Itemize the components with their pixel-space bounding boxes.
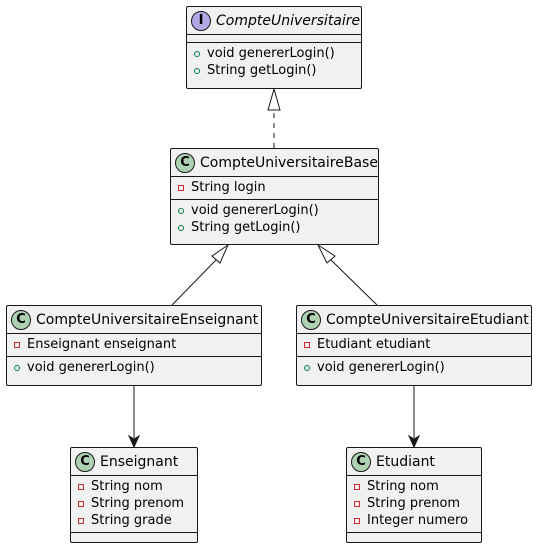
field-text: String login — [191, 180, 266, 195]
method-row: void genererLogin() — [187, 45, 361, 62]
class-header: C Enseignant — [71, 448, 197, 476]
private-visibility-icon — [353, 483, 361, 491]
private-visibility-icon — [13, 341, 21, 349]
methods-section: void genererLogin() String getLogin() — [171, 200, 378, 239]
private-visibility-icon — [353, 517, 361, 525]
private-visibility-icon — [77, 500, 85, 508]
class-header: C Etudiant — [347, 448, 481, 476]
hollow-triangle-arrowhead — [211, 243, 230, 264]
field-text: String prenom — [367, 496, 461, 511]
class-header: I CompteUniversitaire — [187, 7, 361, 35]
private-visibility-icon — [77, 517, 85, 525]
private-visibility-icon — [353, 500, 361, 508]
method-text: String getLogin() — [191, 220, 301, 235]
public-visibility-icon — [177, 207, 185, 215]
private-visibility-icon — [177, 184, 185, 192]
class-name: CompteUniversitaireBase — [200, 154, 378, 171]
class-header: C CompteUniversitaireEnseignant — [7, 306, 261, 334]
fields-section: Etudiant etudiant — [297, 334, 531, 357]
public-visibility-icon — [193, 50, 201, 58]
field-text: Enseignant enseignant — [27, 337, 177, 352]
interface-compte-universitaire: I CompteUniversitaire void genererLogin() S… — [186, 6, 362, 89]
private-visibility-icon — [303, 341, 311, 349]
edge-generalization-enseignant-base — [171, 259, 217, 306]
class-stereotype-icon: C — [301, 309, 321, 330]
class-name: CompteUniversitaireEnseignant — [36, 311, 259, 328]
class-stereotype-icon: C — [175, 152, 195, 173]
class-stereotype-icon: C — [75, 451, 95, 472]
method-row: String getLogin() — [187, 62, 361, 79]
hollow-triangle-arrowhead — [316, 243, 336, 264]
method-text: void genererLogin() — [191, 203, 319, 218]
methods-section: void genererLogin() String getLogin() — [187, 43, 361, 82]
method-text: void genererLogin() — [207, 46, 335, 61]
field-row: String nom — [347, 478, 481, 495]
public-visibility-icon — [303, 364, 311, 372]
method-text: void genererLogin() — [27, 360, 155, 375]
field-text: String grade — [91, 513, 172, 528]
private-visibility-icon — [77, 483, 85, 491]
field-text: Integer numero — [367, 513, 469, 528]
fields-section — [187, 35, 361, 43]
method-text: void genererLogin() — [317, 360, 445, 375]
class-header: C CompteUniversitaireEtudiant — [297, 306, 531, 334]
filled-arrowhead — [407, 434, 421, 449]
field-row: Integer numero — [347, 512, 481, 529]
field-row: String grade — [71, 512, 197, 529]
class-name: Enseignant — [100, 453, 179, 470]
class-stereotype-icon: C — [351, 451, 371, 472]
method-text: String getLogin() — [207, 63, 317, 78]
methods-section: void genererLogin() — [7, 357, 261, 379]
fields-section: Enseignant enseignant — [7, 334, 261, 357]
field-row: String nom — [71, 478, 197, 495]
field-row: Etudiant etudiant — [297, 336, 531, 353]
public-visibility-icon — [13, 364, 21, 372]
field-row: String prenom — [347, 495, 481, 512]
field-text: String nom — [367, 479, 439, 494]
field-row: Enseignant enseignant — [7, 336, 261, 353]
public-visibility-icon — [193, 67, 201, 75]
methods-section: void genererLogin() — [297, 357, 531, 379]
public-visibility-icon — [177, 224, 185, 232]
methods-section — [71, 533, 197, 540]
class-header: C CompteUniversitaireBase — [171, 149, 378, 177]
class-name: CompteUniversitaireEtudiant — [326, 311, 529, 328]
hollow-triangle-arrowhead — [267, 87, 281, 111]
method-row: void genererLogin() — [171, 202, 378, 219]
class-name: CompteUniversitaire — [216, 12, 361, 29]
method-row: String getLogin() — [171, 219, 378, 236]
field-text: String prenom — [91, 496, 185, 511]
method-row: void genererLogin() — [297, 359, 531, 376]
class-stereotype-icon: C — [11, 309, 31, 330]
edge-generalization-etudiant-base — [330, 259, 378, 306]
fields-section: String login — [171, 177, 378, 200]
class-name: Etudiant — [376, 453, 435, 470]
methods-section — [347, 533, 481, 540]
interface-stereotype-icon: I — [191, 10, 211, 31]
field-text: String nom — [91, 479, 163, 494]
field-text: Etudiant etudiant — [317, 337, 431, 352]
method-row: void genererLogin() — [7, 359, 261, 376]
filled-arrowhead — [127, 434, 141, 449]
field-row: String login — [171, 179, 378, 196]
field-row: String prenom — [71, 495, 197, 512]
